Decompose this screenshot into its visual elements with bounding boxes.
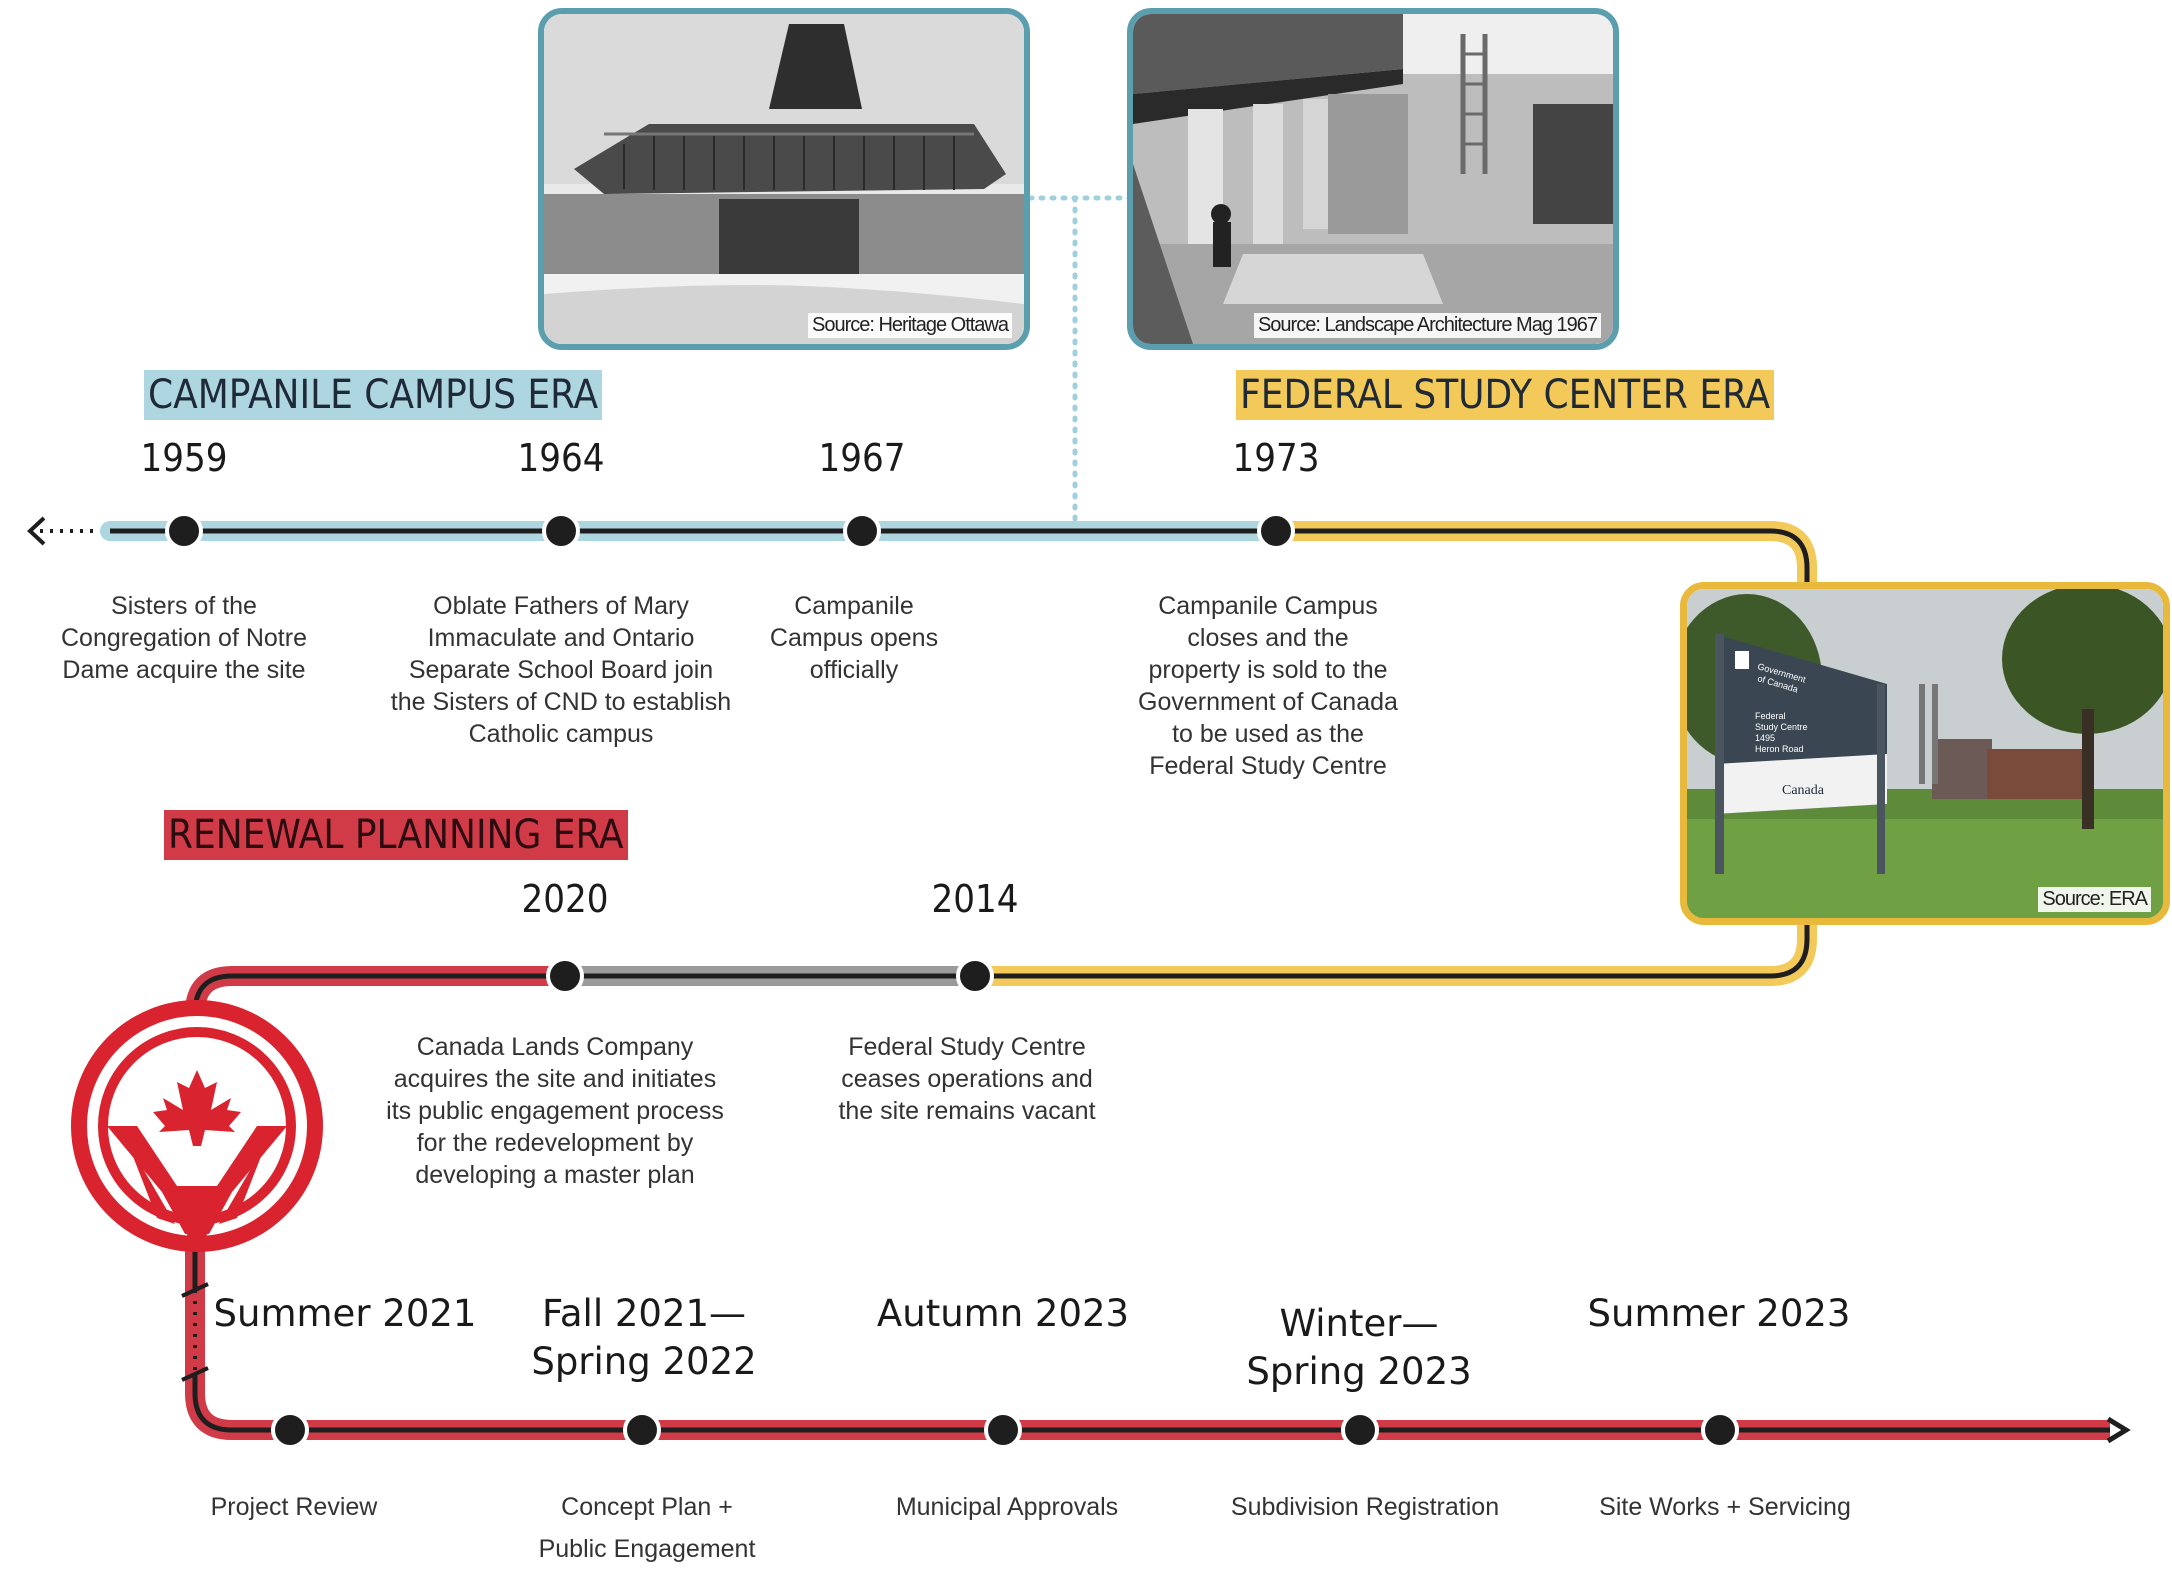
campus-courtyard-photo: Source: Landscape Architecture Mag 1967	[1127, 8, 1619, 350]
year-label: 1959	[140, 436, 228, 480]
sign-text-number: 1495	[1755, 733, 1775, 743]
photo-credit: Source: ERA	[2038, 887, 2151, 912]
milestone-label: Summer 2021	[213, 1292, 477, 1335]
milestone-label: Winter— Spring 2023	[1246, 1302, 1472, 1393]
timeline-node	[546, 957, 584, 995]
era-heading-federal: FEDERAL STUDY CENTER ERA	[1236, 370, 1775, 420]
milestone-label: Autumn 2023	[876, 1292, 1130, 1335]
step-description: Subdivision Registration	[1230, 1493, 1500, 1521]
timeline-node	[271, 1411, 309, 1449]
year-label: 1964	[517, 436, 605, 480]
sign-text-street: Heron Road	[1755, 744, 1804, 754]
sign-text-federal: Federal	[1755, 711, 1786, 721]
sign-canada-wordmark: Canada	[1782, 783, 1825, 798]
event-description: Sisters of the Congregation of Notre Dam…	[61, 592, 307, 684]
step-description: Concept Plan + Public Engagement	[538, 1493, 756, 1563]
year-label: 1967	[818, 436, 906, 480]
sign-text-study-centre: Study Centre	[1755, 722, 1808, 732]
step-description: Site Works + Servicing	[1599, 1493, 1851, 1521]
future-arrow-head	[2106, 1416, 2131, 1444]
milestone-label: Summer 2023	[1587, 1292, 1851, 1335]
timeline-node	[1257, 512, 1295, 550]
photo-credit: Source: Heritage Ottawa	[808, 313, 1012, 338]
photo-credit: Source: Landscape Architecture Mag 1967	[1253, 313, 1601, 338]
timeline-node	[165, 512, 203, 550]
canada-lands-maple-leaf-logo	[71, 1000, 323, 1252]
federal-study-centre-sign-photo: Canada Government of Canada Federal Stud…	[1680, 582, 2170, 925]
era-heading-renewal: RENEWAL PLANNING ERA	[164, 810, 628, 860]
event-description: Oblate Fathers of Mary Immaculate and On…	[390, 592, 732, 748]
timeline-node	[542, 512, 580, 550]
timeline-node	[984, 1411, 1022, 1449]
event-description: Federal Study Centre ceases operations a…	[838, 1033, 1096, 1125]
campanile-chapel-photo: Source: Heritage Ottawa	[538, 8, 1030, 350]
event-description: Campanile Campus closes and the property…	[1138, 592, 1398, 780]
milestone-label: Fall 2021— Spring 2022	[531, 1292, 757, 1383]
timeline-node	[1701, 1411, 1739, 1449]
timeline-node	[623, 1411, 661, 1449]
year-label: 1973	[1232, 436, 1320, 480]
year-label: 2020	[521, 877, 609, 921]
year-label: 2014	[931, 877, 1019, 921]
step-description: Project Review	[210, 1493, 378, 1521]
timeline-node	[1341, 1411, 1379, 1449]
past-arrow-head	[27, 516, 46, 546]
photo-connector-dots	[1027, 195, 1133, 523]
step-description: Municipal Approvals	[895, 1493, 1119, 1521]
timeline-node	[843, 512, 881, 550]
event-description: Campanile Campus opens officially	[769, 592, 939, 684]
timeline-node	[956, 957, 994, 995]
era-heading-campanile: CAMPANILE CAMPUS ERA	[144, 370, 603, 420]
event-description: Canada Lands Company acquires the site a…	[386, 1033, 724, 1189]
